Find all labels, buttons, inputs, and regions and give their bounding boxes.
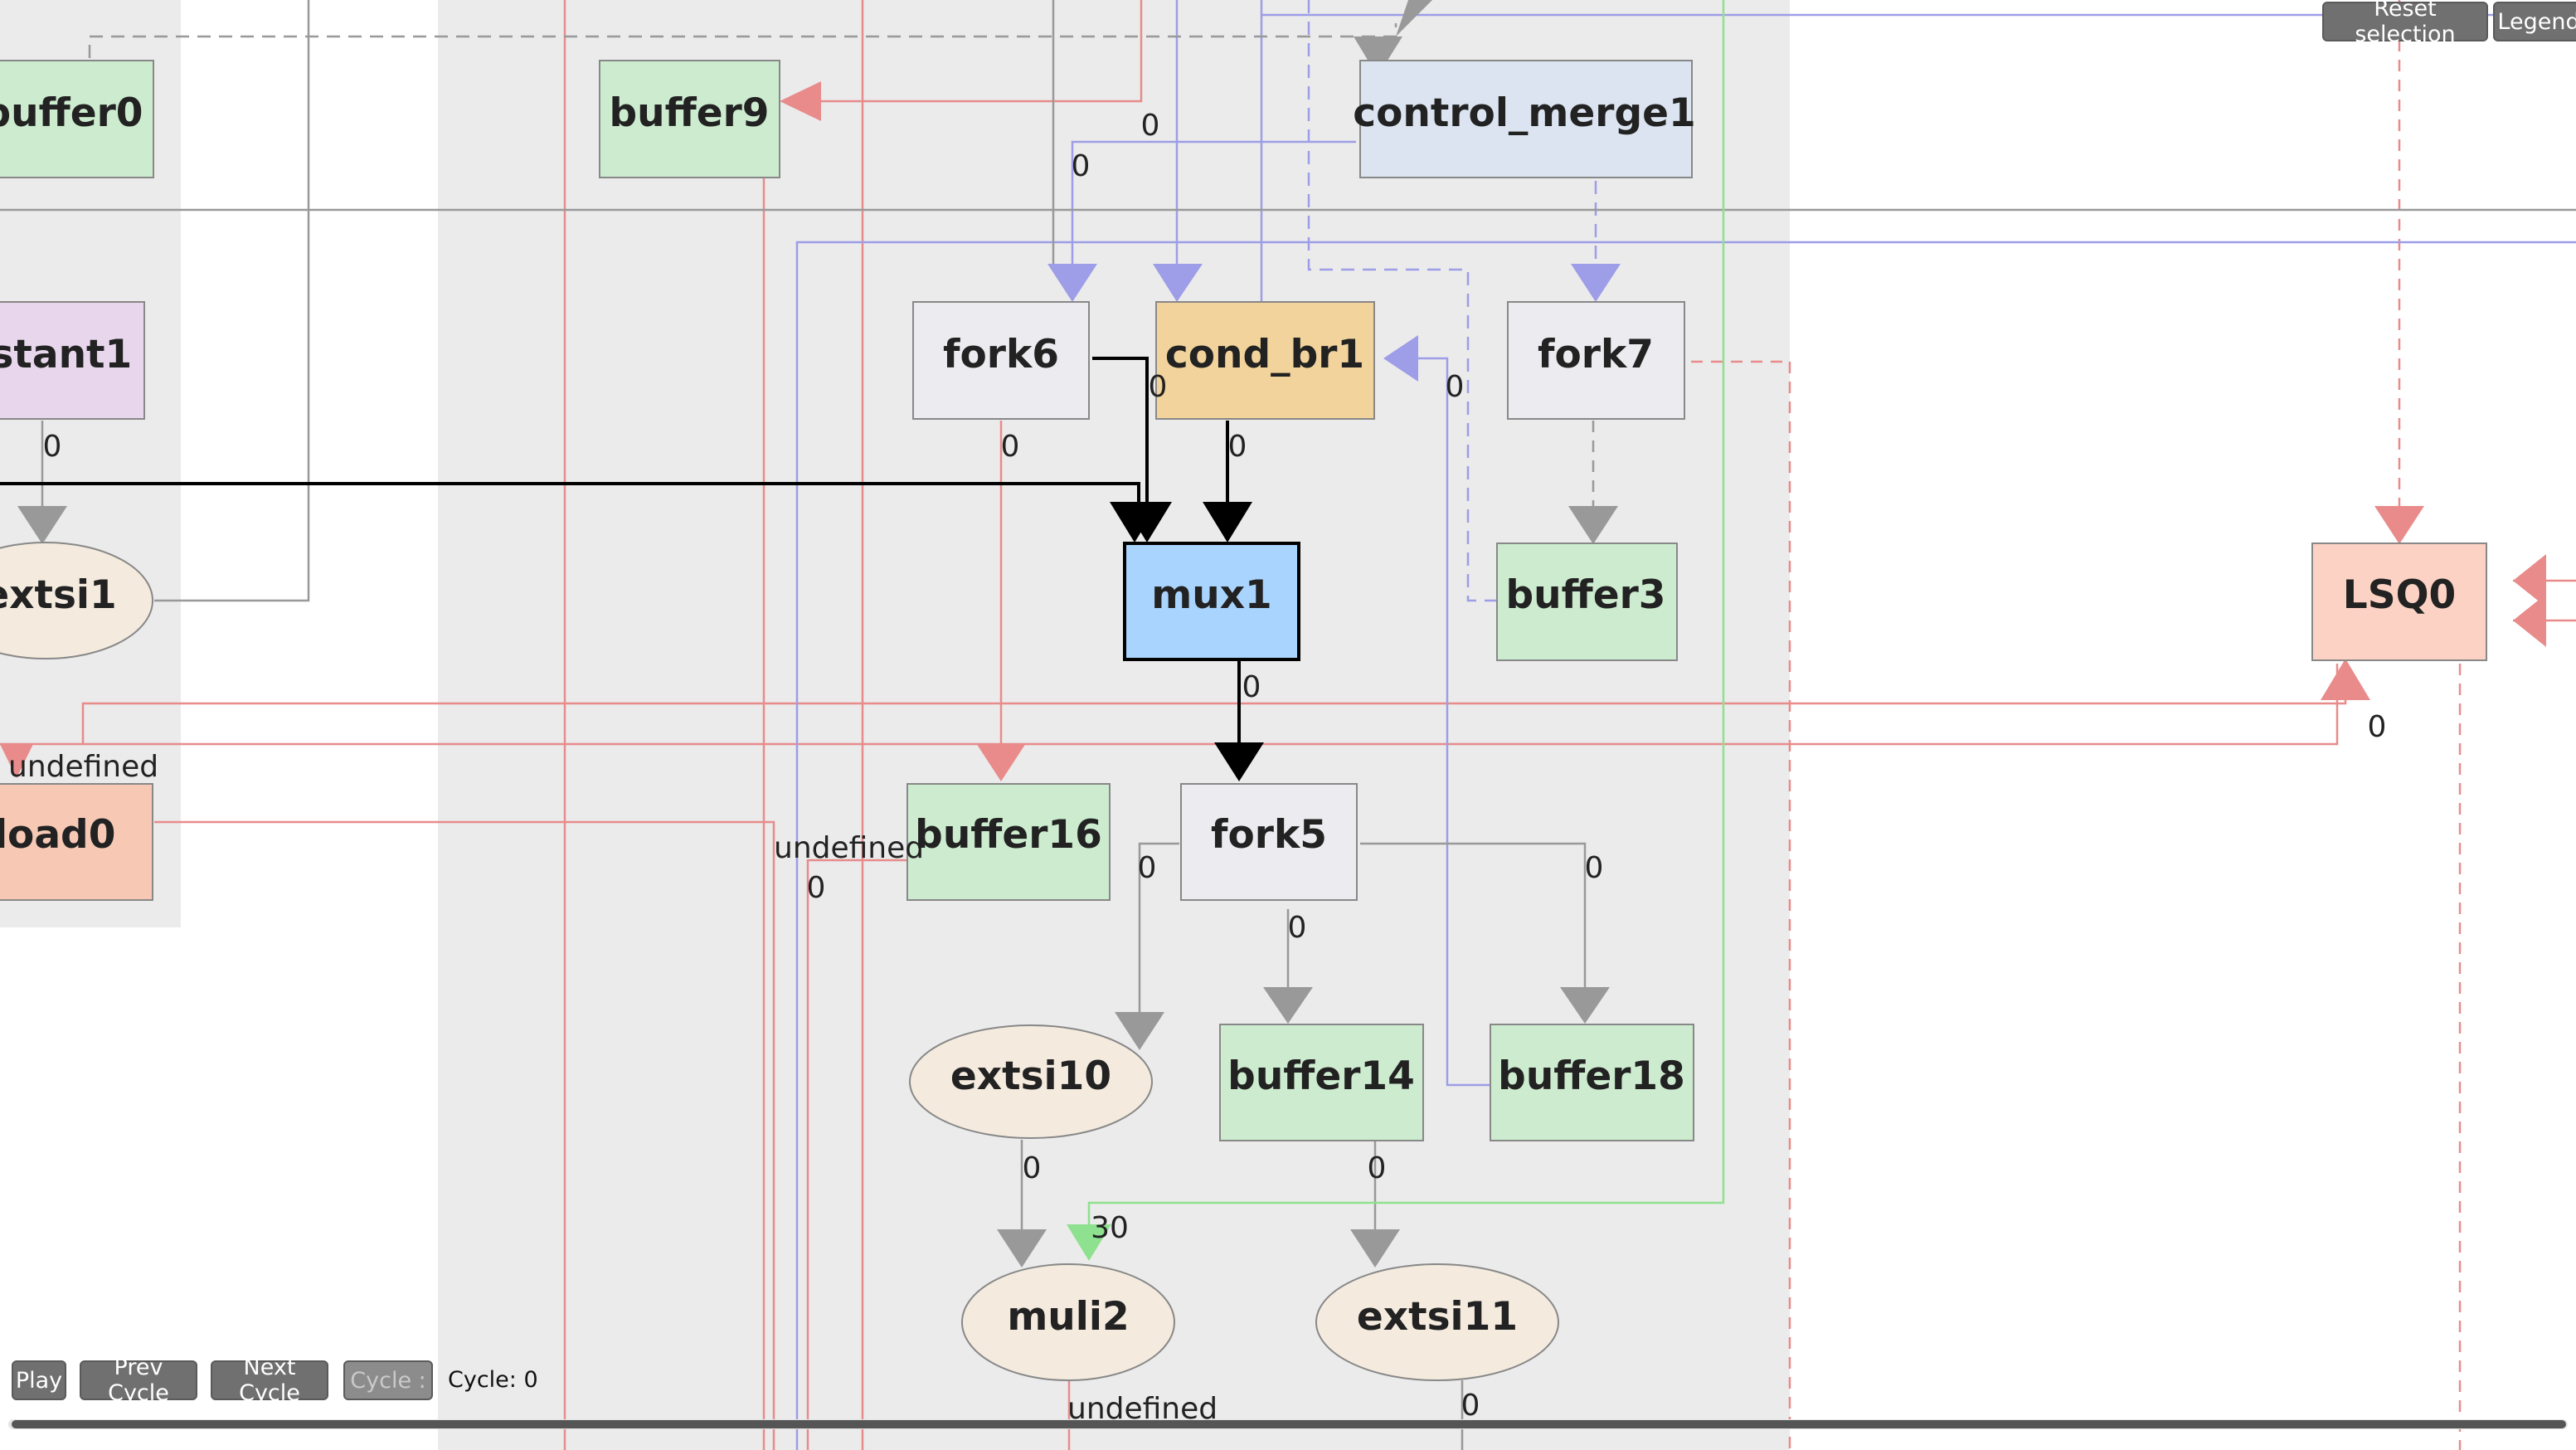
edge-label: 0	[1288, 911, 1307, 945]
node-buffer9[interactable]: buffer9	[599, 60, 780, 178]
edge-label: 0	[1228, 430, 1247, 464]
node-label: extsi10	[950, 1053, 1111, 1099]
edge-label: 0	[1242, 670, 1261, 704]
node-fork5[interactable]: fork5	[1180, 783, 1358, 901]
edge-label: 0	[1001, 430, 1020, 464]
edge-label: 0	[1149, 370, 1168, 404]
node-muli2[interactable]: muli2	[961, 1263, 1175, 1381]
node-label: buffer14	[1227, 1053, 1415, 1099]
node-label: control_merge1	[1353, 90, 1695, 136]
cycle-input[interactable]: Cycle :	[343, 1360, 433, 1400]
edge-label: 0	[1138, 851, 1157, 885]
node-label: muli2	[1007, 1294, 1129, 1340]
node-label: mux1	[1151, 572, 1271, 618]
node-buffer18[interactable]: buffer18	[1490, 1024, 1694, 1141]
node-buffer3[interactable]: buffer3	[1496, 543, 1678, 661]
node-extsi1[interactable]: extsi1	[0, 542, 153, 659]
node-mc-load0[interactable]: mc_load0	[0, 783, 153, 901]
cycle-status: Cycle: 0	[448, 1367, 538, 1393]
node-label: buffer9	[610, 90, 770, 136]
node-control-merge1[interactable]: control_merge1	[1353, 60, 1696, 178]
node-label: buffer0	[0, 90, 143, 136]
edge-label: 0	[1023, 1151, 1042, 1185]
edge-label: 0	[1368, 1151, 1387, 1185]
node-cond-br1[interactable]: cond_br1	[1155, 301, 1375, 420]
node-label: extsi11	[1357, 1294, 1518, 1340]
edge-label: 0	[1446, 370, 1465, 404]
edges-selected	[0, 357, 1241, 747]
node-label: fork5	[1211, 812, 1327, 858]
edge-label: 0	[2368, 710, 2387, 744]
node-label: LSQ0	[2343, 572, 2456, 618]
node-label: extsi1	[0, 572, 117, 618]
node-fork6[interactable]: fork6	[912, 301, 1090, 420]
node-label: constant1	[0, 332, 132, 377]
node-buffer16[interactable]: buffer16	[906, 783, 1111, 901]
next-cycle-button[interactable]: Next Cycle	[211, 1355, 328, 1406]
edges-constant	[1087, 0, 1725, 1239]
edge-label: undefined	[8, 750, 158, 784]
edges-control	[795, 0, 2576, 1450]
node-mux1[interactable]: mux1	[1123, 542, 1300, 661]
edge-label: 0	[807, 871, 826, 905]
node-lsq0[interactable]: LSQ0	[2311, 543, 2487, 661]
edge-label: 0	[1585, 851, 1604, 885]
arrowheads	[0, 0, 2546, 1268]
node-label: buffer3	[1506, 572, 1666, 618]
node-fork7[interactable]: fork7	[1507, 301, 1685, 420]
edge-label: 0	[1461, 1389, 1480, 1423]
node-label: mc_load0	[0, 812, 115, 858]
edge-label: undefined	[774, 831, 924, 865]
node-label: fork6	[943, 332, 1059, 377]
node-extsi10[interactable]: extsi10	[909, 1024, 1153, 1139]
node-constant1[interactable]: constant1	[0, 301, 145, 420]
edge-label: 0	[1072, 149, 1091, 183]
node-buffer14[interactable]: buffer14	[1219, 1024, 1424, 1141]
node-extsi11[interactable]: extsi11	[1315, 1263, 1559, 1381]
prev-cycle-button[interactable]: Prev Cycle	[80, 1355, 197, 1406]
node-label: buffer18	[1498, 1053, 1685, 1099]
horizontal-scrollbar-thumb[interactable]	[12, 1420, 2566, 1428]
play-button[interactable]: Play	[12, 1360, 66, 1400]
reset-selection-button[interactable]: Reset selection	[2322, 0, 2488, 47]
node-label: fork7	[1538, 332, 1654, 377]
edge-label: 0	[1141, 109, 1160, 143]
edge-label: 30	[1091, 1211, 1129, 1245]
node-buffer0[interactable]: buffer0	[0, 60, 154, 178]
legend-button[interactable]: Legend	[2493, 2, 2576, 41]
node-label: cond_br1	[1165, 332, 1364, 377]
edge-label: 0	[43, 430, 62, 464]
node-label: buffer16	[915, 812, 1102, 858]
